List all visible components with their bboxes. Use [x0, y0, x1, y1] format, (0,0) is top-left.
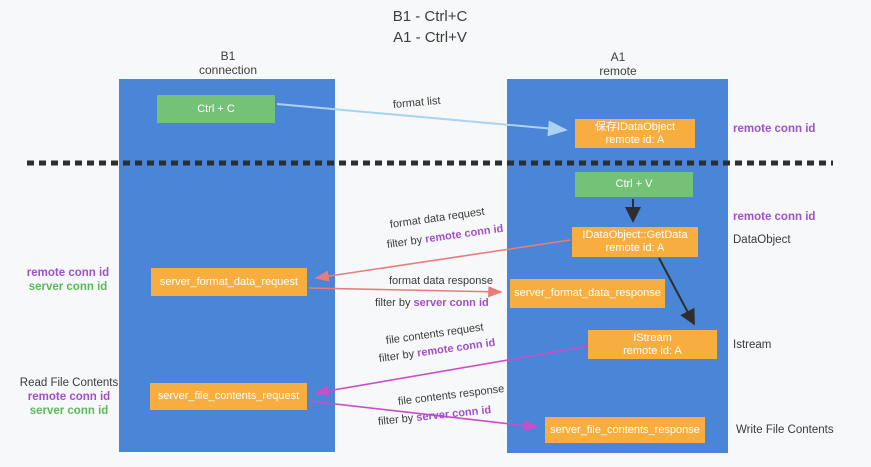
- left-column-role: connection: [198, 63, 258, 77]
- save-idataobject-box: 保存IDataObject remote id: A: [575, 119, 695, 148]
- left-remote-conn-id-bottom: remote conn id: [27, 391, 111, 403]
- format-data-response-arrow: [308, 286, 503, 298]
- right-column-role: remote: [599, 64, 637, 78]
- ctrl-v-box: Ctrl + V: [575, 172, 693, 197]
- server-file-contents-request-box: server_file_contents_request: [150, 383, 307, 410]
- right-column-name: A1: [610, 50, 626, 64]
- server-file-contents-response-box: server_file_contents_response: [545, 417, 705, 443]
- save-idataobject-line1: 保存IDataObject: [594, 120, 676, 133]
- flow-label-format-data-response: format data response: [389, 275, 493, 287]
- server-file-contents-response-label: server_file_contents_response: [550, 423, 700, 436]
- filter-by-text: filter by: [378, 348, 415, 365]
- ctrl-v-label: Ctrl + V: [615, 178, 653, 190]
- filter-by-text: filter by: [386, 234, 423, 251]
- server-format-data-response-box: server_format_data_response: [510, 279, 665, 308]
- right-dataobject-label: DataObject: [733, 234, 791, 246]
- left-server-conn-id-bottom: server conn id: [29, 405, 109, 417]
- idataobject-getdata-box: IDataObject::GetData remote id: A: [572, 227, 698, 257]
- getdata-line2: remote id: A: [605, 242, 665, 254]
- left-column-name: B1: [220, 49, 236, 63]
- istream-box: IStream remote id: A: [588, 330, 717, 359]
- left-column-header: B1 connection: [169, 49, 287, 77]
- left-server-conn-id-mid: server conn id: [28, 281, 108, 293]
- right-remote-conn-id-mid: remote conn id: [733, 211, 816, 223]
- server-file-contents-request-label: server_file_contents_request: [157, 390, 300, 402]
- left-conn-ids-mid: remote conn id server conn id: [18, 266, 118, 294]
- server-format-data-request-box: server_format_data_request: [151, 268, 307, 296]
- istream-line2: remote id: A: [623, 344, 682, 357]
- title-line-a1: A1 - Ctrl+V: [393, 29, 467, 46]
- ctrl-c-label: Ctrl + C: [197, 102, 235, 115]
- flow-label-filter-server-2: filter by server conn id: [377, 404, 491, 428]
- remote-conn-id-emphasis: remote conn id: [424, 222, 505, 246]
- right-write-file-contents-label: Write File Contents: [736, 424, 834, 436]
- filter-by-text: filter by: [375, 297, 411, 309]
- flow-label-format-list: format list: [392, 94, 442, 111]
- server-conn-id-emphasis: server conn id: [415, 404, 492, 424]
- flow-label-filter-server-1: filter by server conn id: [375, 297, 489, 309]
- right-remote-conn-id-top: remote conn id: [733, 123, 816, 135]
- left-remote-conn-id-mid: remote conn id: [26, 267, 110, 279]
- right-column-header: A1 remote: [558, 50, 678, 78]
- ctrl-c-box: Ctrl + C: [157, 95, 275, 123]
- left-read-file-block: Read File Contents remote conn id server…: [14, 376, 124, 418]
- right-istream-label: Istream: [733, 339, 772, 351]
- filter-by-text: filter by: [377, 412, 414, 428]
- istream-line1: IStream: [633, 331, 672, 344]
- getdata-line1: IDataObject::GetData: [582, 229, 688, 241]
- server-format-data-response-label: server_format_data_response: [514, 287, 661, 299]
- title-line-b1: B1 - Ctrl+C: [392, 8, 468, 25]
- server-format-data-request-label: server_format_data_request: [159, 275, 299, 288]
- server-conn-id-emphasis: server conn id: [413, 297, 489, 309]
- read-file-contents-label: Read File Contents: [19, 377, 119, 389]
- save-idataobject-line2: remote id: A: [605, 133, 665, 146]
- diagram-title: B1 - Ctrl+C A1 - Ctrl+V: [330, 6, 530, 48]
